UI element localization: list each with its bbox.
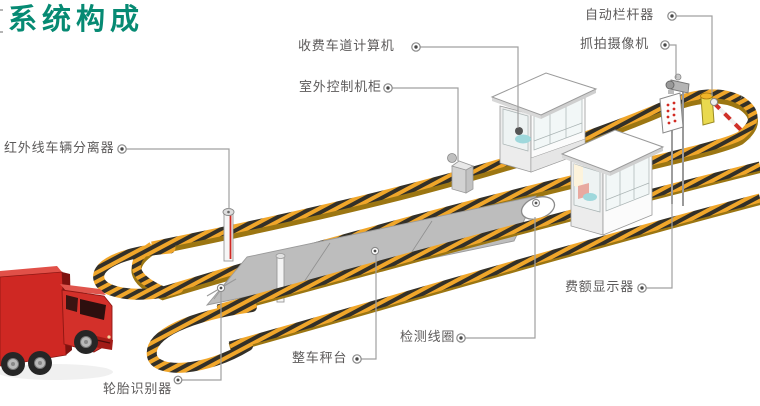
- island-far-toe: [93, 242, 184, 300]
- label-capture-camera: 抓拍摄像机: [580, 37, 650, 52]
- booth-desk: [583, 193, 597, 201]
- headlight: [107, 335, 111, 339]
- leader-dot: [660, 40, 670, 50]
- toll-booth-near: [560, 129, 665, 236]
- red-truck: [0, 266, 113, 380]
- wheels: [1, 330, 98, 376]
- label-auto-barrier: 自动栏杆器: [585, 8, 655, 23]
- side-window: [66, 295, 78, 312]
- label-outdoor-cabinet: 室外控制机柜: [299, 80, 382, 95]
- label-tire-identifier: 轮胎识别器: [103, 382, 173, 397]
- leader-dot: [411, 42, 421, 52]
- leader-dot: [383, 83, 393, 93]
- capture-camera-head: [665, 73, 690, 206]
- label-toll-lane-computer: 收费车道计算机: [298, 39, 395, 54]
- lane-computer-monitor: [515, 127, 523, 135]
- leader-dot: [370, 246, 380, 256]
- leader-dot: [456, 333, 466, 343]
- toll-island-far-near-curb: [93, 92, 758, 301]
- leader-dot: [216, 283, 226, 293]
- island-near-toe: [146, 302, 257, 373]
- edge-tick: [0, 31, 3, 33]
- edge-tick: [0, 9, 3, 11]
- label-vehicle-scale: 整车秤台: [292, 351, 348, 366]
- booth-desk: [515, 134, 531, 144]
- toll-island-near: [216, 161, 760, 316]
- booth-window-warm: [574, 164, 583, 189]
- infrared-separator-pole: [222, 208, 235, 262]
- leader-dot: [667, 11, 677, 21]
- windshield: [80, 299, 106, 320]
- outdoor-control-cabinet: [447, 153, 474, 194]
- toll-island-near-near-curb: [146, 193, 760, 373]
- label-detection-coil: 检测线圈: [400, 330, 456, 345]
- leader-dot: [173, 375, 183, 385]
- fee-display-leds: [666, 101, 677, 125]
- page-title: 系统构成: [8, 2, 145, 36]
- label-infrared-separator: 红外线车辆分离器: [4, 141, 115, 156]
- leader-dots: [117, 11, 677, 385]
- leader-dot: [637, 283, 647, 293]
- label-fee-display: 费额显示器: [565, 280, 635, 295]
- leader-lines: [126, 15, 713, 381]
- leader-dot: [117, 144, 127, 154]
- leader-dot: [352, 354, 362, 364]
